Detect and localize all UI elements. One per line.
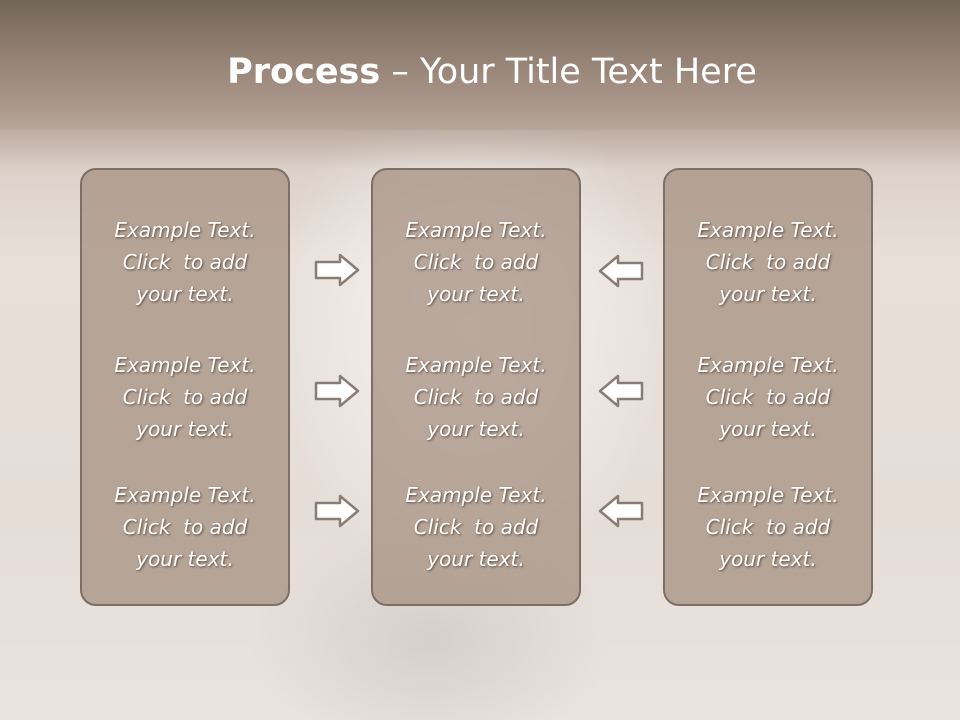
text-block[interactable]: Example Text. Click to add your text.: [82, 479, 288, 575]
text-line: Example Text.: [114, 353, 256, 377]
text-line: Click to add: [413, 250, 539, 274]
text-block[interactable]: Example Text. Click to add your text.: [373, 349, 579, 445]
text-block[interactable]: Example Text. Click to add your text.: [82, 349, 288, 445]
text-line: your text.: [136, 282, 234, 306]
text-line: Click to add: [413, 385, 539, 409]
text-line: Example Text.: [405, 218, 547, 242]
text-line: Example Text.: [697, 218, 839, 242]
text-line: Click to add: [122, 250, 248, 274]
left-arrow-icon: [598, 374, 644, 408]
text-block[interactable]: Example Text. Click to add your text.: [665, 214, 871, 310]
text-block[interactable]: Example Text. Click to add your text.: [82, 214, 288, 310]
text-line: Click to add: [705, 515, 831, 539]
text-block[interactable]: Example Text. Click to add your text.: [665, 479, 871, 575]
right-arrow-icon: [314, 494, 360, 528]
text-line: Click to add: [413, 515, 539, 539]
text-line: your text.: [136, 547, 234, 571]
text-line: your text.: [427, 547, 525, 571]
text-line: Example Text.: [405, 483, 547, 507]
right-arrow-icon: [314, 253, 360, 287]
text-block[interactable]: Example Text. Click to add your text.: [373, 214, 579, 310]
text-line: Example Text.: [697, 483, 839, 507]
text-line: Click to add: [705, 385, 831, 409]
text-line: your text.: [719, 547, 817, 571]
text-line: Example Text.: [114, 218, 256, 242]
text-line: Example Text.: [114, 483, 256, 507]
left-arrow-icon: [598, 254, 644, 288]
left-process-box[interactable]: Example Text. Click to add your text. Ex…: [80, 168, 290, 606]
text-line: Example Text.: [697, 353, 839, 377]
text-line: your text.: [136, 417, 234, 441]
text-line: your text.: [427, 417, 525, 441]
text-line: your text.: [719, 417, 817, 441]
text-block[interactable]: Example Text. Click to add your text.: [373, 479, 579, 575]
left-arrow-icon: [598, 494, 644, 528]
text-line: Click to add: [122, 515, 248, 539]
right-arrow-icon: [314, 374, 360, 408]
right-process-box[interactable]: Example Text. Click to add your text. Ex…: [663, 168, 873, 606]
text-line: your text.: [719, 282, 817, 306]
text-line: Click to add: [122, 385, 248, 409]
title-bold: Process: [227, 52, 381, 92]
title-rest: – Your Title Text Here: [380, 52, 757, 92]
title-band: [0, 0, 960, 170]
center-process-box[interactable]: Example Text. Click to add your text. Ex…: [371, 168, 581, 606]
slide-title[interactable]: Process – Your Title Text Here: [0, 52, 960, 92]
text-line: Click to add: [705, 250, 831, 274]
text-block[interactable]: Example Text. Click to add your text.: [665, 349, 871, 445]
text-line: Example Text.: [405, 353, 547, 377]
text-line: your text.: [427, 282, 525, 306]
